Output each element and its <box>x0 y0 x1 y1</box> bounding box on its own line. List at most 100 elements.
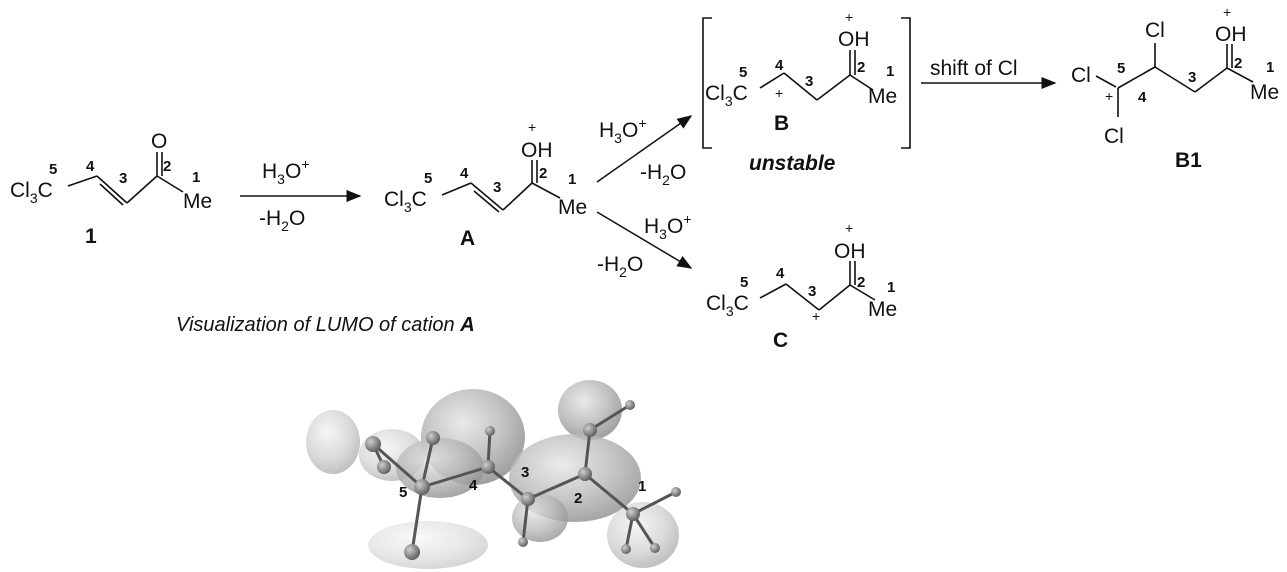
atom-number-4: 4 <box>460 165 469 182</box>
bond <box>1095 75 1117 88</box>
reagent-minus-h2o: -H2O <box>597 253 643 280</box>
positive-charge: + <box>775 85 783 101</box>
atom-ball <box>481 460 495 474</box>
atom-number-1: 1 <box>568 171 576 188</box>
atom-number-4: 4 <box>469 477 478 494</box>
bond <box>67 175 98 187</box>
atom-ball <box>365 436 381 452</box>
atom-number-3: 3 <box>1188 69 1196 86</box>
reaction-arrow <box>596 115 693 183</box>
reaction-arrow <box>596 211 693 269</box>
cation-B1: Cl 5 + 4 Cl Cl 3 2 1 + OH Me B1 <box>1071 4 1279 172</box>
ccl3-group: Cl3C <box>10 179 53 206</box>
bond <box>470 182 504 211</box>
hydroxyl-plus: OH <box>838 28 870 51</box>
bond <box>783 72 818 101</box>
hydroxyl-plus: OH <box>834 240 866 263</box>
ccl3-group: Cl3C <box>705 82 748 109</box>
atom-number-3: 3 <box>493 179 501 196</box>
atom-number-4: 4 <box>1138 89 1147 106</box>
atom-ball <box>485 426 495 436</box>
atom-number-5: 5 <box>740 274 748 291</box>
atom-number-4: 4 <box>775 57 784 74</box>
ccl3-group: Cl3C <box>384 188 427 215</box>
reagent-h3o: H3O+ <box>644 211 692 242</box>
atom-ball <box>626 507 640 521</box>
atom-number-3: 3 <box>119 170 127 187</box>
compound-1: Cl3C 5 4 3 2 1 O Me 1 <box>10 130 212 248</box>
bond <box>156 175 184 193</box>
double-bond-inner <box>99 183 124 206</box>
bond <box>531 182 561 199</box>
chlorine: Cl <box>1145 19 1165 42</box>
bond <box>441 182 472 196</box>
cation-C: Cl3C 5 4 3 + 2 1 + OH Me C <box>706 220 897 352</box>
chlorine: Cl <box>1071 64 1091 87</box>
orbital-lobe <box>558 380 622 440</box>
compound-id-1: 1 <box>85 225 97 248</box>
atom-number-1: 1 <box>1266 59 1274 76</box>
bond <box>816 74 851 101</box>
atom-ball <box>521 492 535 506</box>
atom-ball <box>650 543 660 553</box>
atom-number-1: 1 <box>887 279 895 296</box>
bond <box>126 175 158 204</box>
positive-charge: + <box>528 119 536 135</box>
shift-label: shift of Cl <box>930 57 1018 80</box>
reagent-minus-h2o: -H2O <box>259 207 305 234</box>
atom-ball <box>404 544 420 560</box>
atom-number-4: 4 <box>776 265 785 282</box>
bond <box>785 283 820 311</box>
atom-number-5: 5 <box>739 64 747 81</box>
methyl: Me <box>1250 81 1279 104</box>
bond <box>1226 67 1254 83</box>
atom-number-1: 1 <box>192 169 200 186</box>
cation-A: Cl3C 5 4 3 2 1 + OH Me A <box>384 119 587 250</box>
arrow-A-to-C: H3O+ -H2O <box>596 211 693 280</box>
bond <box>759 283 787 299</box>
atom-number-2: 2 <box>1234 55 1242 72</box>
atom-ball <box>414 479 430 495</box>
arrow-A-to-B: H3O+ -H2O <box>596 115 693 188</box>
lumo-visualization: 5 4 3 2 1 <box>306 380 681 569</box>
bond <box>849 74 874 91</box>
atom-number-3: 3 <box>805 73 813 90</box>
atom-number-2: 2 <box>539 165 547 182</box>
positive-charge: + <box>1105 88 1113 104</box>
reagent-h3o: H3O+ <box>262 156 310 187</box>
bond <box>818 284 851 311</box>
cation-B: Cl3C 5 4 + 3 2 1 + OH Me B unstable <box>702 9 911 175</box>
positive-charge: + <box>845 9 853 25</box>
atom-number-1: 1 <box>638 478 646 495</box>
hydroxyl-plus: OH <box>1215 23 1247 46</box>
bond <box>1117 66 1156 89</box>
bond <box>1154 66 1196 93</box>
atom-number-2: 2 <box>857 274 865 291</box>
bond <box>759 72 785 89</box>
methyl: Me <box>868 85 897 108</box>
compound-id-C: C <box>773 329 788 352</box>
atom-number-5: 5 <box>399 484 407 501</box>
bond <box>849 284 876 301</box>
unstable-label: unstable <box>749 152 836 175</box>
chlorine: Cl <box>1104 125 1124 148</box>
atom-ball <box>426 431 440 445</box>
orbital-lobe <box>607 502 679 568</box>
atom-number-5: 5 <box>49 161 57 178</box>
orbital-lobe <box>306 410 360 474</box>
arrow-B-to-B1: shift of Cl <box>921 57 1057 89</box>
left-bracket <box>702 17 712 149</box>
atom-ball <box>625 400 635 410</box>
bond <box>1194 67 1228 93</box>
positive-charge: + <box>812 308 820 324</box>
atom-number-3: 3 <box>808 283 816 300</box>
hydroxyl-plus: OH <box>521 139 553 162</box>
methyl: Me <box>558 196 587 219</box>
methyl: Me <box>183 190 212 213</box>
double-bond-inner <box>473 190 500 213</box>
atom-ball <box>518 537 528 547</box>
atom-number-2: 2 <box>857 59 865 76</box>
atom-number-5: 5 <box>1117 60 1125 77</box>
compound-id-B: B <box>774 112 789 135</box>
